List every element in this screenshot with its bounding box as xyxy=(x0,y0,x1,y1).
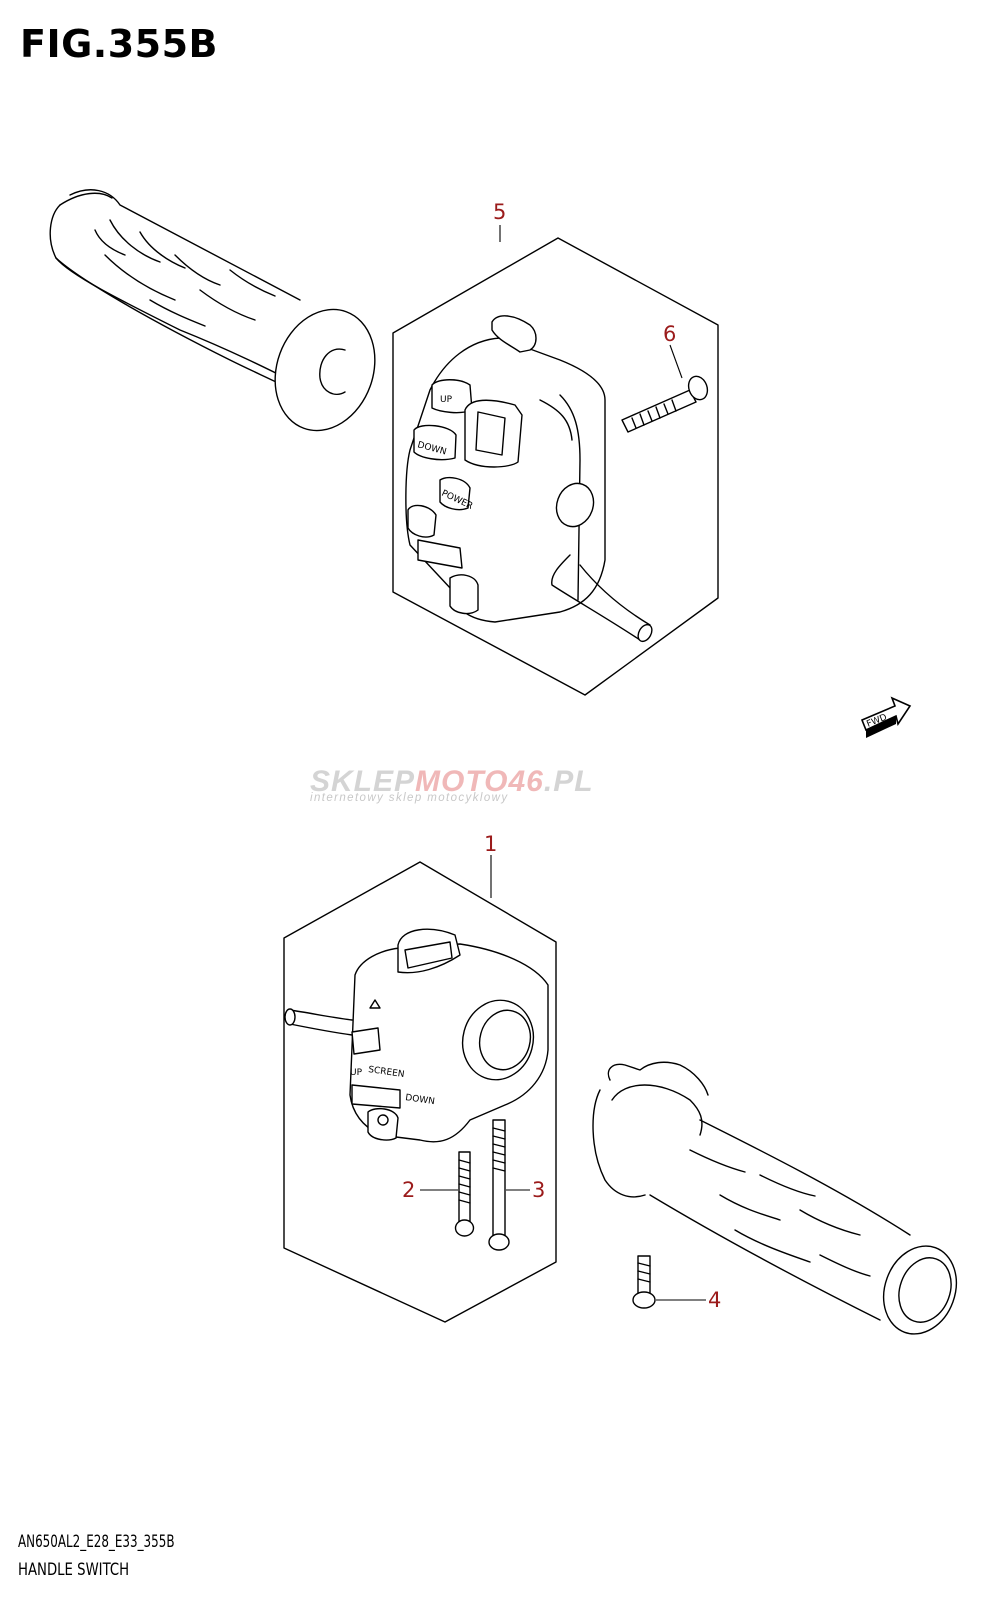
callout-3: 3 xyxy=(532,1178,546,1202)
box-1-outline xyxy=(283,861,557,1323)
screen-down-label: DOWN xyxy=(405,1093,436,1107)
callout-2: 2 xyxy=(402,1178,416,1202)
screw-6 xyxy=(621,375,709,433)
callout-1: 1 xyxy=(484,832,498,856)
figure-name: HANDLE SWITCH xyxy=(18,1560,130,1580)
screw-3 xyxy=(488,1119,510,1251)
fwd-arrow: FWD xyxy=(860,696,912,738)
callout-6: 6 xyxy=(663,322,677,346)
screen-up-label: UP xyxy=(350,1068,363,1078)
up-button-label: UP xyxy=(440,395,453,405)
watermark-tagline: internetowy sklep motocyklowy xyxy=(310,792,509,804)
callout-5: 5 xyxy=(493,200,507,224)
box-5-outline xyxy=(392,237,719,696)
right-grip xyxy=(592,1061,958,1335)
screw-4 xyxy=(632,1255,656,1309)
figure-title: FIG.355B xyxy=(20,22,219,66)
watermark-brand: SKLEPMOTO46.PL xyxy=(310,765,594,798)
screw-2 xyxy=(454,1151,475,1237)
left-grip xyxy=(49,189,376,432)
right-handle-switch: UP SCREEN DOWN xyxy=(284,928,549,1143)
model-code: AN650AL2_E28_E33_355B xyxy=(18,1532,175,1552)
callout-4: 4 xyxy=(708,1288,722,1312)
left-handle-switch: UP DOWN POWER xyxy=(405,315,653,643)
